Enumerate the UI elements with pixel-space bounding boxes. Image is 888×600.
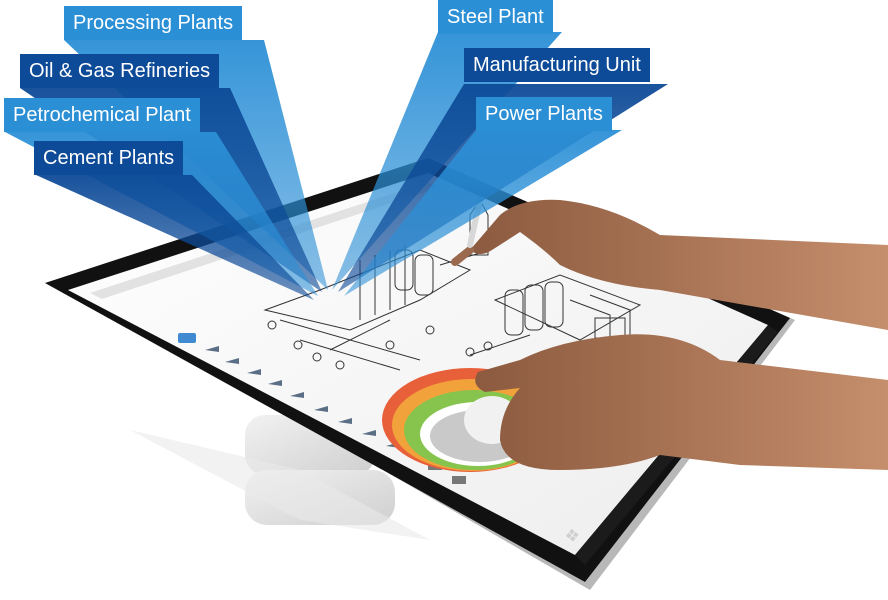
label-processing-plants: Processing Plants (64, 6, 243, 40)
label-oil-gas-refineries: Oil & Gas Refineries (20, 54, 220, 88)
label-rays (5, 32, 668, 300)
label-steel-plant: Steel Plant (438, 0, 553, 34)
plant-schematic-right (465, 274, 642, 357)
label-cement-plants: Cement Plants (34, 141, 184, 175)
dial-hand (475, 334, 888, 470)
windows-logo-icon (566, 528, 579, 542)
label-manufacturing-unit: Manufacturing Unit (464, 48, 650, 82)
label-power-plants: Power Plants (476, 97, 612, 131)
label-petrochemical-plant: Petrochemical Plant (4, 98, 200, 132)
